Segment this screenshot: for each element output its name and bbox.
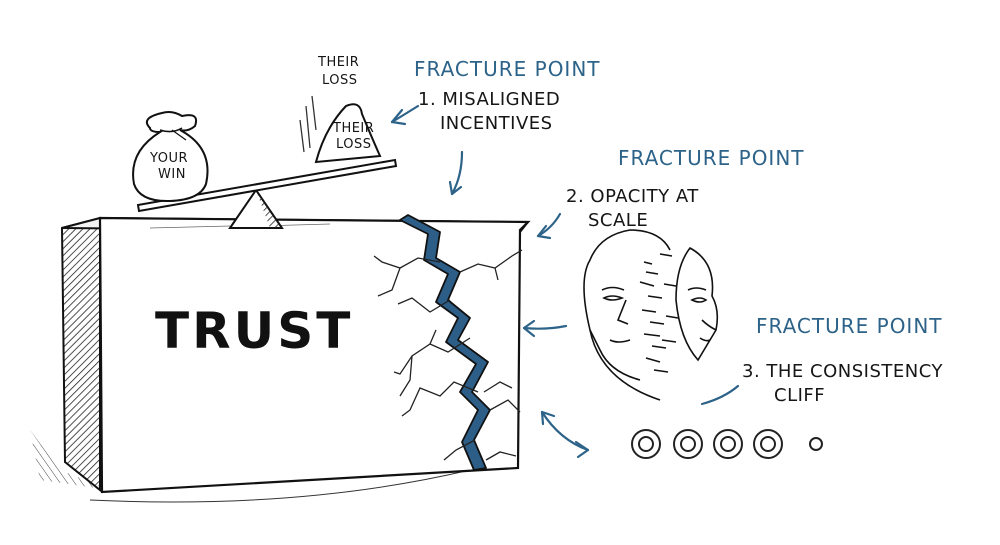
- their-loss-weight-line2: LOSS: [336, 137, 372, 152]
- fracture-arrows: [390, 104, 740, 459]
- fracture-point-2-line2: SCALE: [588, 210, 649, 231]
- fracture-point-1-line1: 1. MISALIGNED: [418, 89, 561, 110]
- trust-label: TRUST: [155, 302, 354, 360]
- fracture-point-2-header: FRACTURE POINT: [618, 146, 805, 170]
- consistency-circles: [631, 429, 823, 459]
- fracture-point-1-header: FRACTURE POINT: [414, 57, 601, 81]
- their-loss-top-line2: LOSS: [322, 73, 358, 88]
- ground-shadow: [30, 430, 471, 503]
- fracture-point-1-line2: INCENTIVES: [440, 113, 553, 134]
- your-win-label-line1: YOUR: [150, 151, 189, 166]
- their-loss-weight-line1: THEIR: [333, 121, 375, 136]
- fracture-point-3-header: FRACTURE POINT: [756, 314, 943, 338]
- fracture-point-3-line2: CLIFF: [774, 385, 826, 406]
- fracture-point-3-line1: 3. THE CONSISTENCY: [742, 361, 943, 382]
- seesaw-scale: [132, 95, 398, 229]
- masked-face-drawing: [583, 229, 719, 401]
- main-crack: [399, 214, 491, 471]
- trust-block: [60, 216, 531, 494]
- fracture-point-2-line1: 2. OPACITY AT: [566, 186, 699, 207]
- hairline-cracks: [373, 249, 523, 461]
- your-win-label-line2: WIN: [158, 167, 186, 182]
- their-loss-top-line1: THEIR: [318, 55, 360, 70]
